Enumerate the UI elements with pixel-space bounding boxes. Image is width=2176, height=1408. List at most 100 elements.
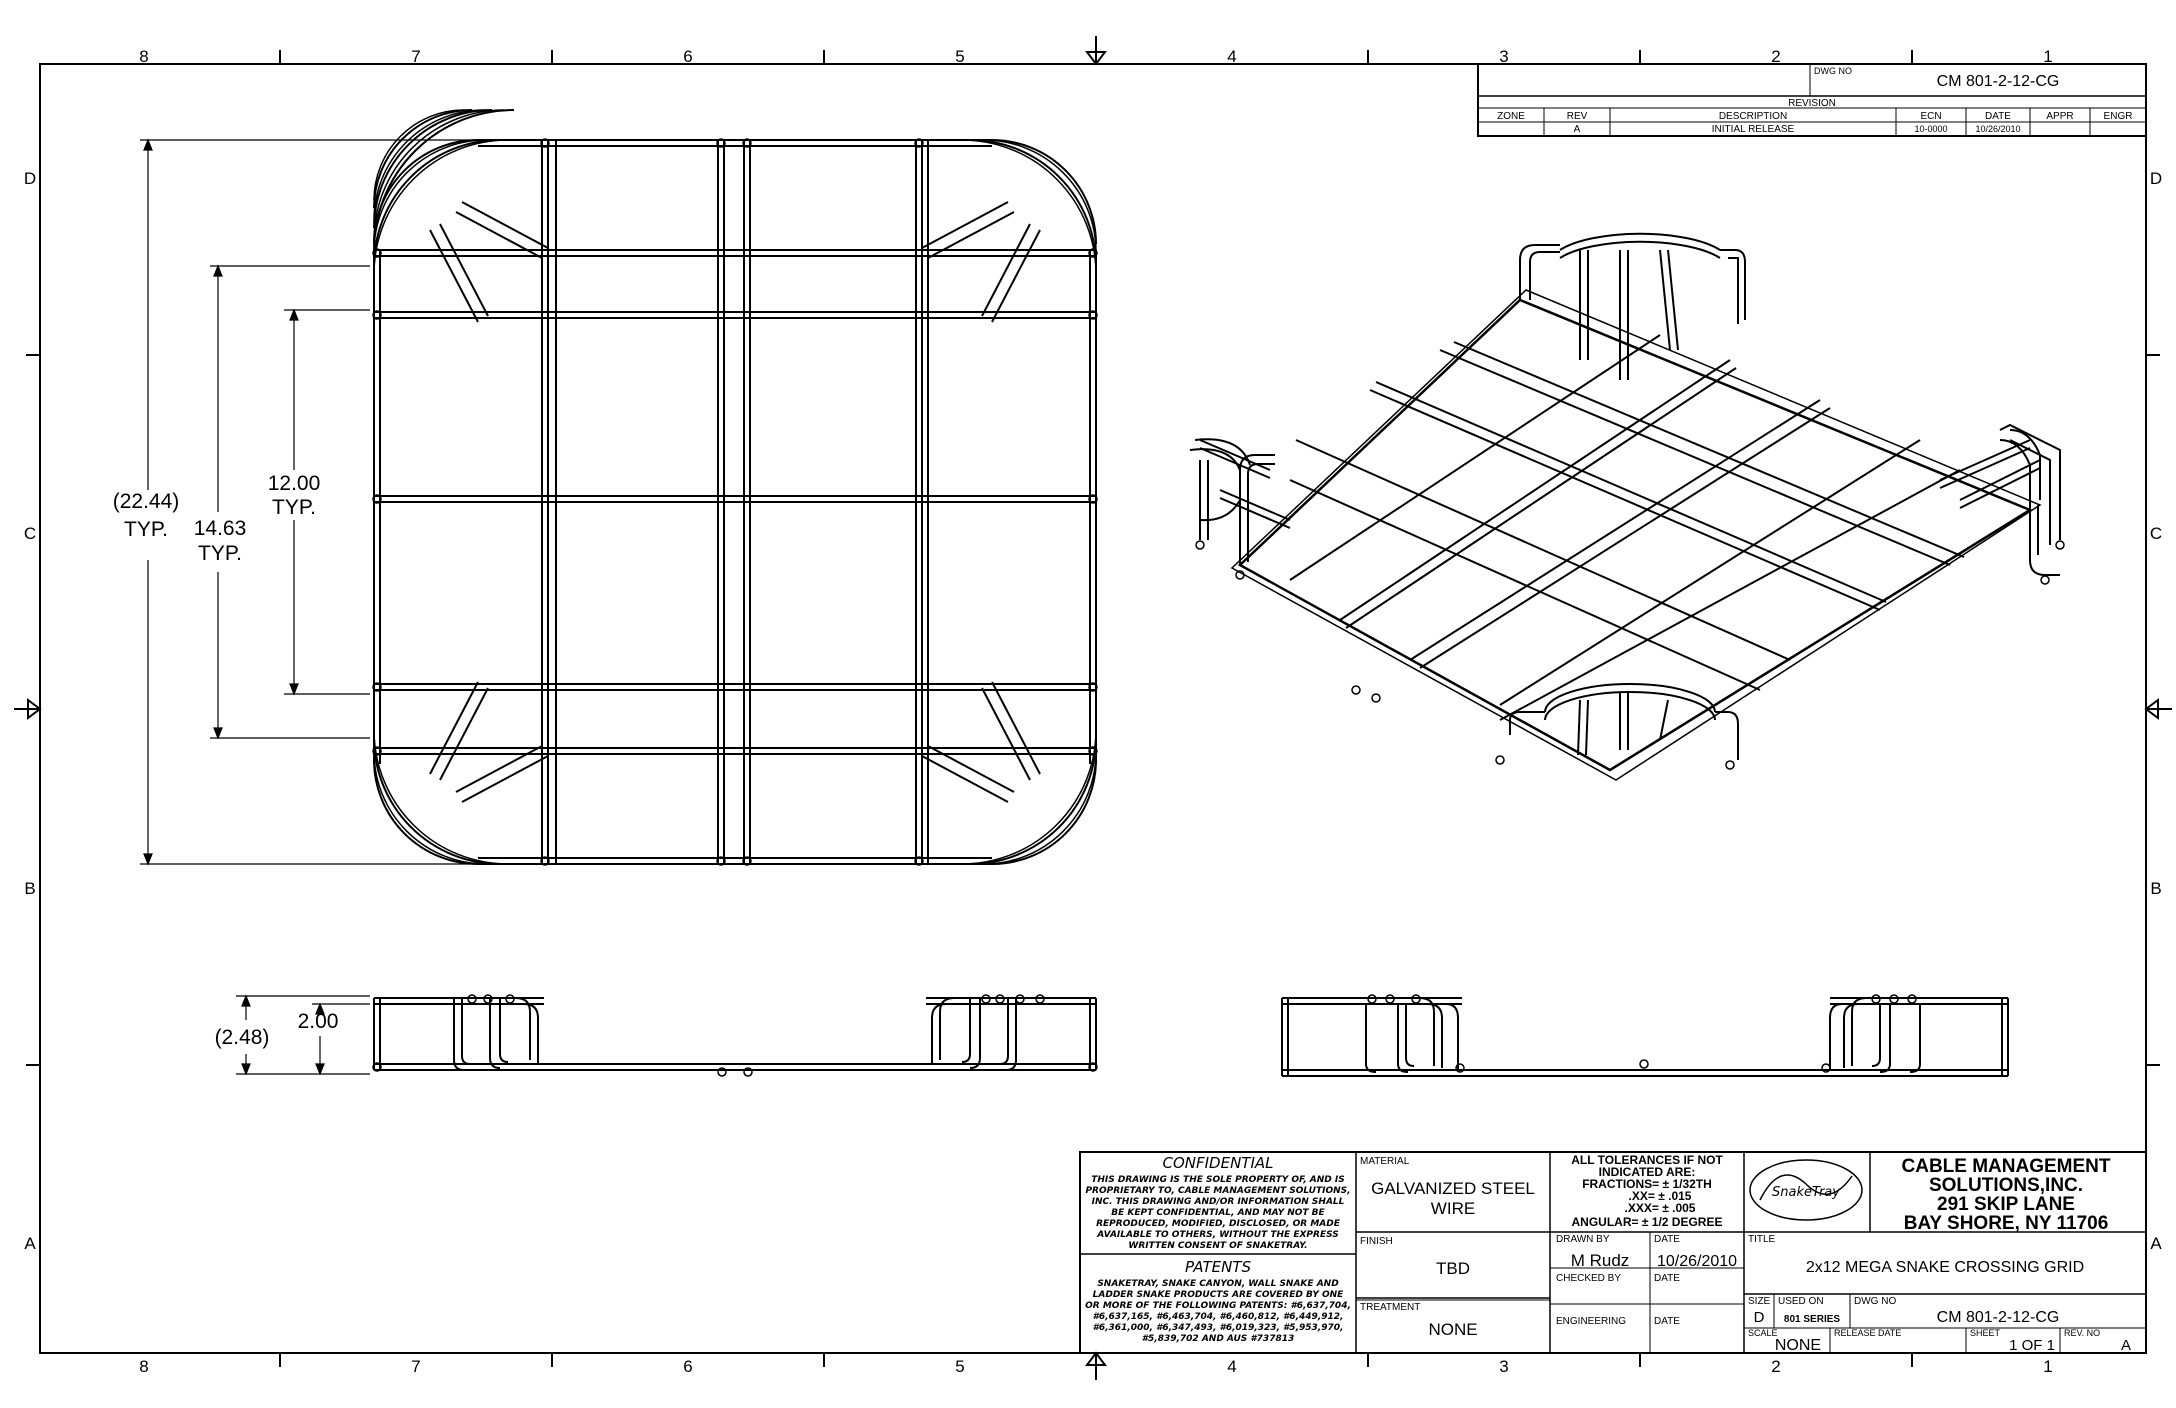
scale-label: SCALE: [1748, 1328, 1778, 1338]
rev-no-value: A: [2121, 1337, 2131, 1354]
patents-line: #5,839,702 AND AUS #737813: [1142, 1334, 1295, 1344]
tolerance-line1: ALL TOLERANCES IF NOT: [1571, 1153, 1723, 1167]
dim-inner-typ: TYP.: [198, 542, 242, 565]
zone-col-label: 8: [139, 47, 148, 66]
top-view: [372, 109, 1098, 866]
snaketray-logo: SnakeTray: [1749, 1159, 1863, 1221]
col-ecn: ECN: [1920, 111, 1941, 122]
col-engr: ENGR: [2104, 111, 2133, 122]
zone-col-label: 2: [1771, 1357, 1780, 1376]
row-date: 10/26/2010: [1975, 124, 2020, 134]
patents-title: PATENTS: [1185, 1258, 1251, 1276]
isometric-view: [1189, 232, 2065, 781]
header-dwg-no: CM 801-2-12-CG: [1937, 73, 2060, 90]
company-line2: SOLUTIONS,INC.: [1929, 1175, 2083, 1196]
confidential-line: AVAILABLE TO OTHERS, WITHOUT THE EXPRESS: [1096, 1230, 1339, 1240]
material-line2: WIRE: [1431, 1199, 1475, 1218]
checked-date-label: DATE: [1654, 1273, 1680, 1284]
zone-ticks: [14, 36, 2172, 1380]
zone-row-label: D: [2150, 169, 2162, 188]
zone-labels: 8 7 6 5 4 3 2 1 8 7 6 5 4 3 2 1 D C B A …: [24, 47, 2162, 1376]
size-value: D: [1754, 1309, 1765, 1326]
patents-line: #6,361,000, #6,347,493, #6,019,323, #5,9…: [1093, 1323, 1344, 1333]
side-view-dimensions: [236, 994, 370, 1076]
title-block-text: CONFIDENTIAL THIS DRAWING IS THE SOLE PR…: [1085, 1153, 2131, 1354]
side-view-right: [1281, 994, 2009, 1077]
col-date: DATE: [1985, 111, 2011, 122]
col-zone: ZONE: [1497, 111, 1525, 122]
tolerance-xx: .XX= ± .015: [1629, 1189, 1692, 1203]
zone-row-label: D: [24, 169, 36, 188]
zone-col-label: 8: [139, 1357, 148, 1376]
title-label: TITLE: [1748, 1234, 1776, 1245]
drawing-title: 2x12 MEGA SNAKE CROSSING GRID: [1806, 1259, 2084, 1276]
zone-col-label: 2: [1771, 47, 1780, 66]
zone-col-label: 4: [1227, 47, 1236, 66]
confidential-line: INC. THIS DRAWING AND/OR INFORMATION SHA…: [1092, 1197, 1345, 1207]
zone-col-label: 3: [1499, 1357, 1508, 1376]
side-view-left: [372, 994, 1098, 1077]
drawn-by: M Rudz: [1571, 1251, 1630, 1270]
tolerance-line2: INDICATED ARE:: [1599, 1165, 1696, 1179]
top-view-dimension-text: (22.44) TYP. 14.63 TYP. 12.00 TYP.: [113, 472, 321, 565]
dim-overall: (22.44): [113, 490, 180, 513]
drawn-by-label: DRAWN BY: [1556, 1234, 1610, 1245]
confidential-title: CONFIDENTIAL: [1162, 1154, 1273, 1172]
side-view-dimension-text: (2.48) 2.00: [215, 1010, 339, 1049]
zone-row-label: A: [2150, 1234, 2162, 1253]
revision-block: DWG NO CM 801-2-12-CG REVISION ZONE REV …: [1477, 63, 2147, 137]
rev-no-label: REV. NO: [2064, 1328, 2100, 1338]
confidential-line: THIS DRAWING IS THE SOLE PROPERTY OF, AN…: [1091, 1175, 1344, 1185]
zone-col-label: 3: [1499, 47, 1508, 66]
material-line1: GALVANIZED STEEL: [1371, 1179, 1535, 1198]
zone-col-label: 7: [411, 47, 420, 66]
scale-value: NONE: [1775, 1337, 1821, 1354]
patents-line: #6,637,165, #6,463,704, #6,460,812, #6,4…: [1093, 1312, 1344, 1322]
engineering-label: ENGINEERING: [1556, 1316, 1626, 1327]
company-line1: CABLE MANAGEMENT: [1902, 1156, 2111, 1177]
finish-value: TBD: [1436, 1259, 1470, 1278]
zone-col-label: 5: [955, 1357, 964, 1376]
patents-line: OR MORE OF THE FOLLOWING PATENTS: #6,637…: [1085, 1301, 1351, 1311]
drawn-date: 10/26/2010: [1657, 1253, 1737, 1270]
patents-line: LADDER SNAKE PRODUCTS ARE COVERED BY ONE: [1093, 1290, 1345, 1300]
zone-col-label: 5: [955, 47, 964, 66]
used-on-value: 801 SERIES: [1784, 1314, 1840, 1325]
title-block: [1079, 1151, 2147, 1354]
col-description: DESCRIPTION: [1719, 111, 1787, 122]
tolerance-fractions: FRACTIONS= ± 1/32TH: [1582, 1177, 1712, 1191]
zone-col-label: 6: [683, 1357, 692, 1376]
dim-height: 2.00: [298, 1010, 339, 1033]
revision-label: REVISION: [1788, 98, 1836, 109]
col-appr: APPR: [2046, 111, 2073, 122]
zone-row-label: B: [2150, 879, 2161, 898]
dim-overall-typ: TYP.: [124, 518, 168, 541]
patents-line: SNAKETRAY, SNAKE CANYON, WALL SNAKE AND: [1097, 1279, 1339, 1289]
tolerance-xxx: .XXX= ± .005: [1625, 1201, 1696, 1215]
dwg-no-label: DWG NO: [1814, 66, 1852, 76]
zone-row-label: C: [24, 524, 36, 543]
zone-row-label: C: [2150, 524, 2162, 543]
zone-col-label: 1: [2043, 1357, 2052, 1376]
dim-height-overall: (2.48): [215, 1026, 270, 1049]
row-rev: A: [1574, 124, 1581, 135]
zone-col-label: 1: [2043, 47, 2052, 66]
release-date-label: RELEASE DATE: [1834, 1328, 1901, 1338]
dim-center-typ: TYP.: [272, 496, 316, 519]
dwg-no-value: CM 801-2-12-CG: [1937, 1309, 2060, 1326]
used-on-label: USED ON: [1778, 1296, 1824, 1307]
treatment-value: NONE: [1428, 1320, 1477, 1339]
zone-col-label: 6: [683, 47, 692, 66]
col-rev: REV: [1567, 111, 1588, 122]
top-view-dimensions: [140, 138, 470, 866]
zone-row-label: A: [24, 1234, 36, 1253]
row-ecn: 10-0000: [1914, 124, 1947, 134]
sheet-value: 1 OF 1: [2009, 1337, 2055, 1354]
dim-center: 12.00: [268, 472, 321, 495]
treatment-label: TREATMENT: [1360, 1302, 1420, 1313]
zone-row-label: B: [24, 879, 35, 898]
drawn-date-label: DATE: [1654, 1234, 1680, 1245]
company-line4: BAY SHORE, NY 11706: [1904, 1213, 2109, 1234]
zone-col-label: 4: [1227, 1357, 1236, 1376]
